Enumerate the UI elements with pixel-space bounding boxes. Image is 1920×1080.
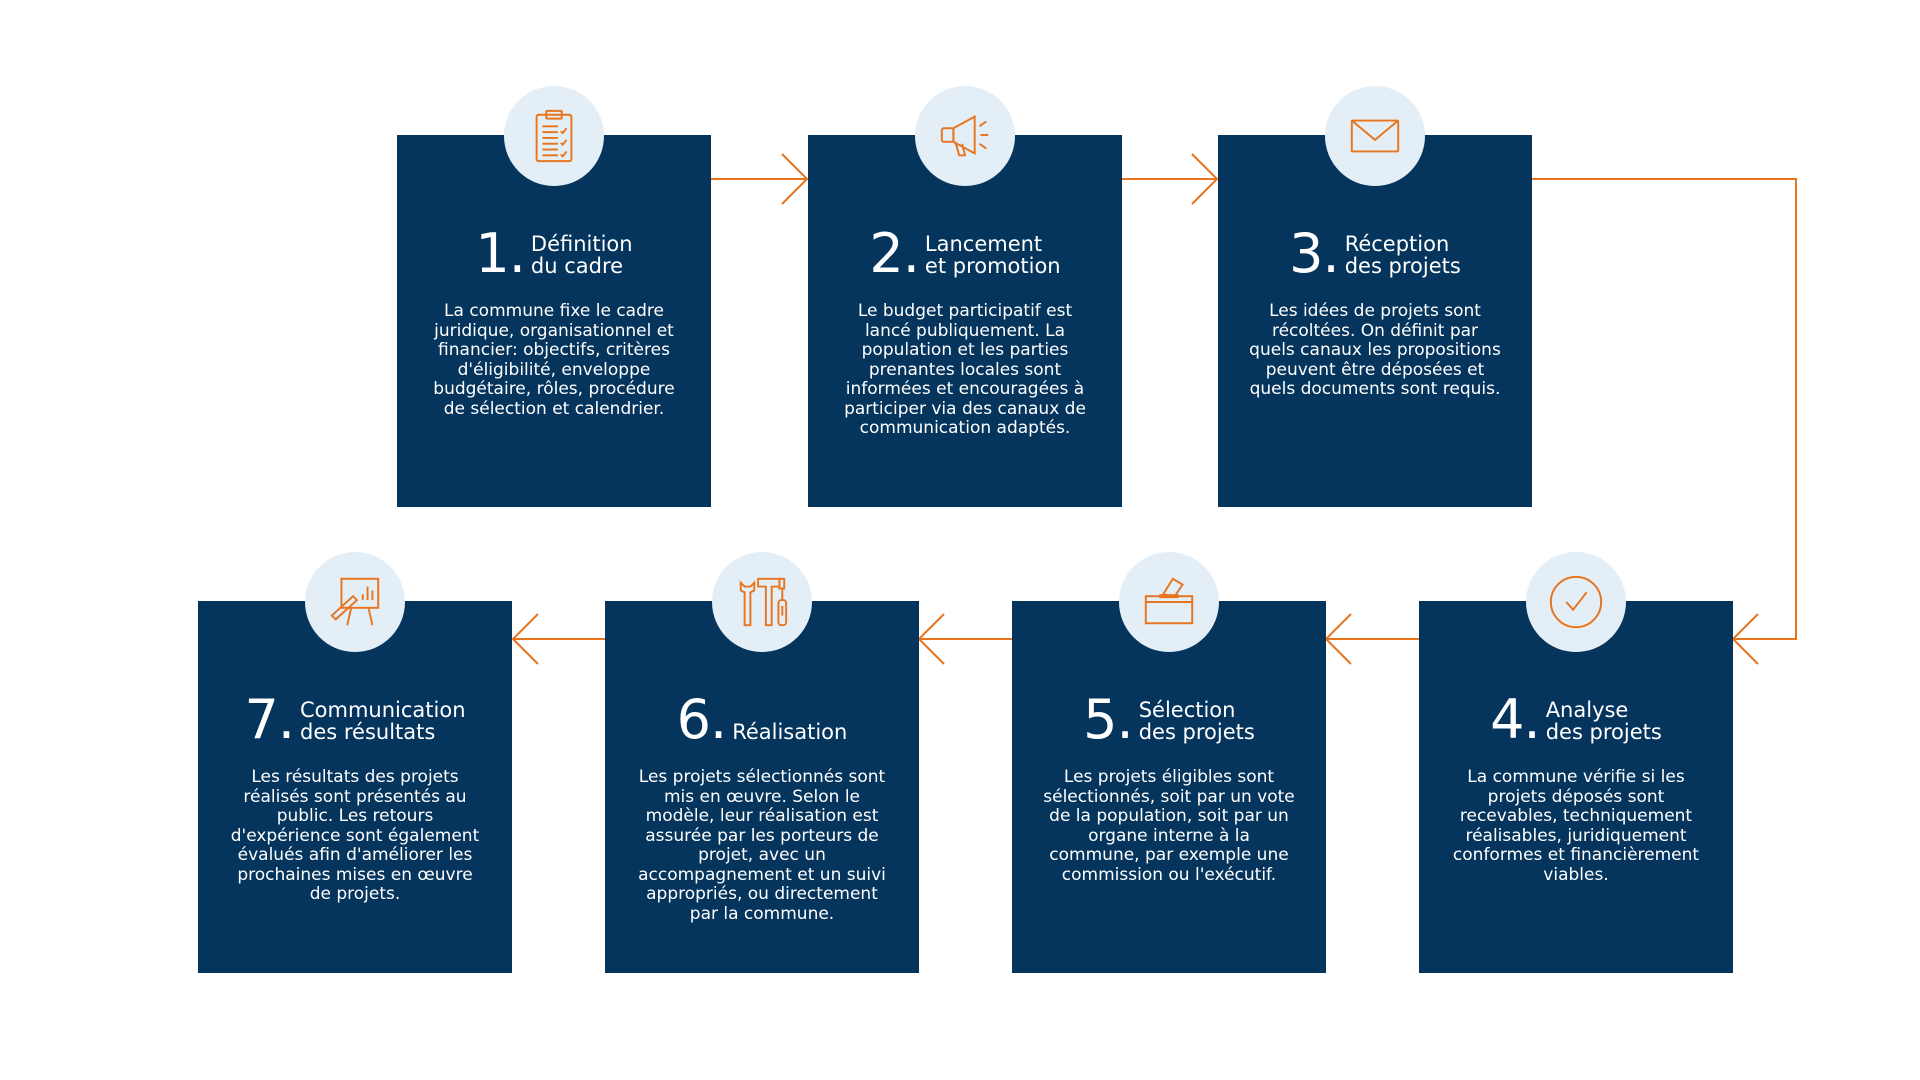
step-description: Les projets sélectionnés sont mis en œuv… <box>638 767 886 924</box>
step-description: Les idées de projets sont récoltées. On … <box>1249 301 1501 399</box>
step-description: Les projets éligibles sont sélectionnés,… <box>1043 767 1295 885</box>
step-title-line2: des résultats <box>300 720 436 744</box>
step-card-6: 6. Réalisation Les projets sélectionnés … <box>605 552 919 973</box>
step-title-line2: des projets <box>1138 720 1255 744</box>
step-card-3: 3. Réception des projets Les idées de pr… <box>1218 86 1532 507</box>
step-number: 4. <box>1490 688 1541 751</box>
step-card-1: 1. Définition du cadre La commune fixe l… <box>397 86 711 507</box>
step-2-heading: 2. Lancement et promotion <box>808 222 1122 285</box>
step-title: Réalisation <box>732 721 847 745</box>
step-title: Sélection des projets <box>1139 699 1255 745</box>
step-title-line2: des projets <box>1545 720 1662 744</box>
tools-icon <box>739 577 788 627</box>
step-5-heading: 5. Sélection des projets <box>1012 688 1326 751</box>
step-number: 2. <box>869 222 920 285</box>
step-3-heading: 3. Réception des projets <box>1218 222 1532 285</box>
step-title: Communication des résultats <box>300 699 466 745</box>
step-number: 5. <box>1083 688 1134 751</box>
step-title: Réception des projets <box>1345 233 1461 279</box>
step-title: Lancement et promotion <box>925 233 1061 279</box>
step-6-heading: 6. Réalisation <box>605 688 919 751</box>
clipboard-checklist-icon <box>535 109 573 163</box>
step-title: Analyse des projets <box>1546 699 1662 745</box>
step-title-line2: des projets <box>1344 254 1461 278</box>
step-title-line1: Lancement <box>924 232 1043 256</box>
check-circle-icon <box>1549 575 1603 629</box>
step-title-line1: Sélection <box>1138 698 1236 722</box>
step-2-icon-badge <box>915 86 1015 186</box>
step-4-icon-badge <box>1526 552 1626 652</box>
step-card-7: 7. Communication des résultats Les résul… <box>198 552 512 973</box>
ballot-box-icon <box>1144 577 1194 625</box>
step-title-line2: et promotion <box>924 254 1061 278</box>
step-title-line1: Définition <box>530 232 633 256</box>
step-card-4: 4. Analyse des projets La commune vérifi… <box>1419 552 1733 973</box>
step-description: Les résultats des projets réalisés sont … <box>230 767 480 904</box>
step-1-heading: 1. Définition du cadre <box>397 222 711 285</box>
step-3-icon-badge <box>1325 86 1425 186</box>
step-5-icon-badge <box>1119 552 1219 652</box>
step-6-icon-badge <box>712 552 812 652</box>
step-number: 6. <box>676 688 728 751</box>
step-1-icon-badge <box>504 86 604 186</box>
step-number: 7. <box>244 688 295 751</box>
step-card-5: 5. Sélection des projets Les projets éli… <box>1012 552 1326 973</box>
step-title-line1: Réception <box>1344 232 1450 256</box>
step-7-icon-badge <box>305 552 405 652</box>
step-7-heading: 7. Communication des résultats <box>198 688 512 751</box>
arrow-3-to-4 <box>1503 178 1797 665</box>
step-title-line2: du cadre <box>530 254 624 278</box>
step-number: 1. <box>475 222 526 285</box>
step-description: La commune fixe le cadre juridique, orga… <box>433 301 675 419</box>
step-title: Définition du cadre <box>531 233 633 279</box>
step-description: La commune vérifie si les projets déposé… <box>1452 767 1700 885</box>
step-title-line1: Analyse <box>1545 698 1629 722</box>
step-title-line2: Réalisation <box>732 720 848 744</box>
envelope-icon <box>1350 119 1400 153</box>
step-number: 3. <box>1289 222 1340 285</box>
step-description: Le budget participatif est lancé publiqu… <box>844 301 1086 438</box>
megaphone-icon <box>940 115 989 157</box>
step-title-line1: Communication <box>300 698 466 722</box>
step-card-2: 2. Lancement et promotion Le budget part… <box>808 86 1122 507</box>
presentation-board-icon <box>330 577 380 626</box>
step-4-heading: 4. Analyse des projets <box>1419 688 1733 751</box>
